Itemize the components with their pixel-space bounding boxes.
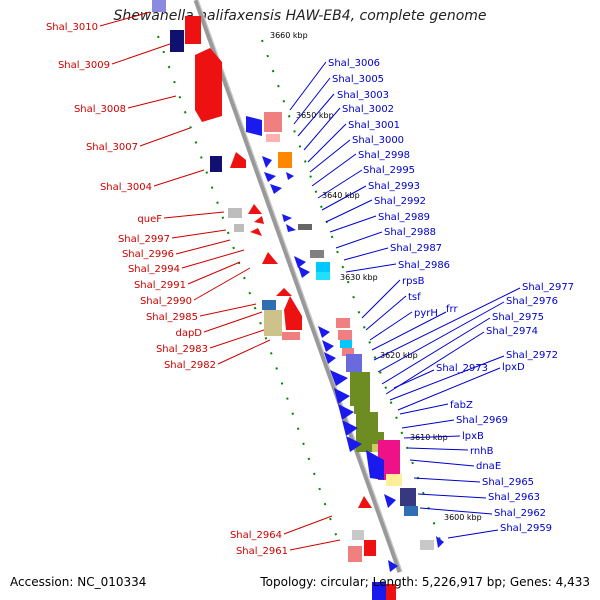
gene-label: Shal_3005	[332, 74, 384, 85]
gene-shal-2961-a	[348, 546, 362, 562]
accession-text: Accession: NC_010334	[10, 575, 147, 589]
gene-frr	[342, 348, 354, 356]
gene-label: rpsB	[402, 276, 425, 287]
gene-shal-2964	[352, 530, 364, 540]
gene-label: Shal_2989	[378, 212, 430, 223]
gene-shal-2989	[310, 250, 324, 258]
gene-shal-2987	[316, 262, 330, 272]
gene-label: dapD	[175, 328, 202, 339]
gene-label: Shal_2982	[164, 360, 216, 371]
gene-shal-2973	[350, 372, 370, 406]
tick-label: 3620 kbp	[380, 351, 418, 360]
gene-label: Shal_2995	[363, 165, 415, 176]
gene-label: Shal_2962	[494, 508, 546, 519]
gene-shal-2962	[404, 506, 418, 516]
gene-label: Shal_3007	[86, 142, 138, 153]
gene-shal-3009-b	[185, 16, 201, 44]
gene-label: pyrH	[414, 308, 438, 319]
gene-quef	[228, 208, 242, 218]
gene-label: Shal_3010	[46, 22, 98, 33]
right-gene-labels: Shal_3006 Shal_3005 Shal_3003 Shal_3002 …	[289, 58, 574, 539]
gene-label: Shal_2986	[398, 260, 450, 271]
gene-shal-2965	[366, 450, 384, 480]
gene-shal-2961-b	[364, 540, 376, 556]
gene-label: Shal_2975	[492, 312, 544, 323]
gene-shal-3008	[195, 48, 222, 122]
gene-label: Shal_2976	[506, 296, 558, 307]
gene-label: fabZ	[450, 400, 473, 411]
gene-shal-3009-a	[170, 30, 184, 52]
gene-label: Shal_2991	[134, 280, 186, 291]
genome-stats-text: Topology: circular; Length: 5,226,917 bp…	[260, 575, 590, 589]
gene-label: Shal_2983	[156, 344, 208, 355]
gene-label: Shal_2994	[128, 264, 180, 275]
right-strand-genes	[246, 112, 444, 572]
tick-label: 3640 kbp	[322, 191, 360, 200]
gene-pyrh	[340, 340, 352, 348]
gene-shal-2990	[262, 252, 278, 264]
genome-ruler	[193, 0, 403, 573]
tick-label: 3660 kbp	[270, 31, 308, 40]
gene-label: frr	[446, 304, 458, 315]
gene-label: Shal_2972	[506, 350, 558, 361]
gene-label: tsf	[408, 292, 421, 303]
genome-title: Shewanella halifaxensis HAW-EB4, complet…	[113, 8, 487, 24]
gene-shal-2986	[316, 272, 330, 280]
gene-label: Shal_2977	[522, 282, 574, 293]
gene-label: Shal_2996	[122, 249, 174, 260]
gene-rpsb	[336, 318, 350, 328]
gene-label: Shal_2990	[140, 296, 192, 307]
gene-label: Shal_2961	[236, 546, 288, 557]
tick-label: 3600 kbp	[444, 513, 482, 522]
gene-label: queF	[137, 214, 162, 225]
gene-label: Shal_2969	[456, 415, 508, 426]
gene-label: Shal_2998	[358, 150, 410, 161]
gene-shal-2975	[346, 354, 362, 372]
gene-label: Shal_3008	[74, 104, 126, 115]
gene-shal-2963	[400, 488, 416, 506]
gene-label: Shal_2965	[482, 477, 534, 488]
gene-label: Shal_2963	[488, 492, 540, 503]
gene-label: Shal_3004	[100, 182, 152, 193]
gene-tsf	[338, 330, 352, 340]
gene-label: Shal_2988	[384, 227, 436, 238]
gene-shal-3010	[152, 0, 166, 12]
gene-label: Shal_3002	[342, 104, 394, 115]
left-strand-genes	[152, 0, 376, 562]
gene-label: Shal_2974	[486, 326, 538, 337]
gene-label: rnhB	[470, 446, 494, 457]
gene-label: Shal_3001	[348, 120, 400, 131]
gene-shal-2997	[248, 204, 262, 214]
gene-shal-3004-a	[210, 156, 222, 172]
gene-label: dnaE	[476, 461, 501, 472]
gene-shal-3002	[278, 152, 292, 168]
gene-label: Shal_2993	[368, 181, 420, 192]
gene-shal-3004-b	[230, 152, 246, 168]
gene-label: Shal_2973	[436, 363, 488, 374]
gene-label: lpxD	[502, 362, 525, 373]
tick-label: 3630 kbp	[340, 273, 378, 282]
gene-label: Shal_2959	[500, 523, 552, 534]
tick-label: 3650 kbp	[296, 111, 334, 120]
gene-shal-2985	[262, 300, 276, 310]
gene-label: Shal_2964	[230, 530, 282, 541]
gene-label: Shal_3000	[352, 135, 404, 146]
left-gene-labels: Shal_3010 Shal_3009 Shal_3008 Shal_3007 …	[46, 11, 341, 557]
gene-fabz	[354, 404, 370, 414]
gene-shal-3005	[246, 116, 262, 136]
gene-shal-2959	[420, 540, 434, 550]
gene-label: lpxB	[462, 431, 484, 442]
gene-shal-3006	[264, 112, 282, 132]
gene-label: Shal_3003	[337, 90, 389, 101]
gene-label: Shal_2997	[118, 234, 170, 245]
gene-label: Shal_3006	[328, 58, 380, 69]
gene-label: Shal_2987	[390, 243, 442, 254]
gene-label: Shal_3009	[58, 60, 110, 71]
gene-label: Shal_2985	[146, 312, 198, 323]
gene-label: Shal_2992	[374, 196, 426, 207]
gene-dapd	[264, 310, 282, 336]
